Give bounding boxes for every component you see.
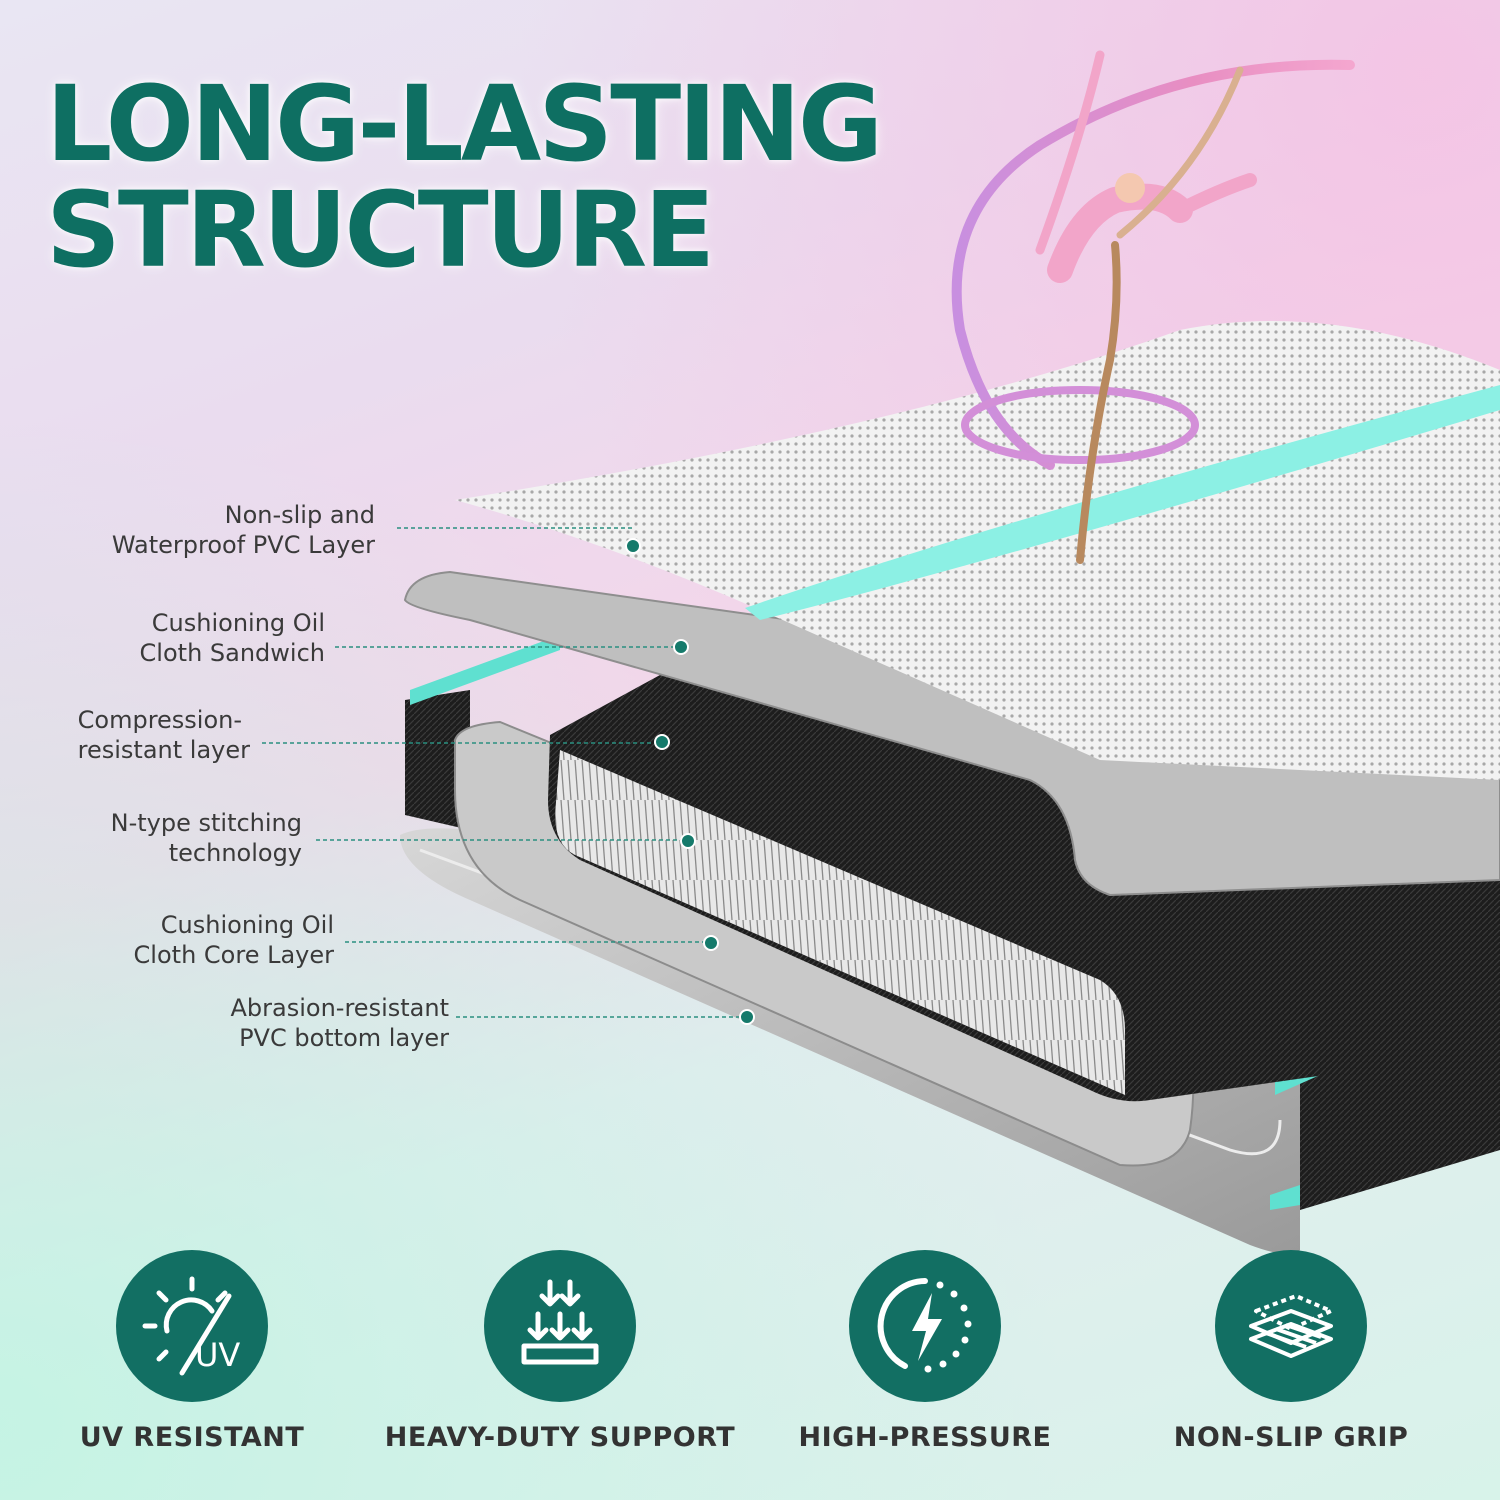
feature-caption: UV RESISTANT [79,1422,305,1453]
feature-heavy-duty-support: HEAVY-DUTY SUPPORT [380,1250,740,1453]
layer-label-nonslip-pvc: Non-slip and Waterproof PVC Layer [112,500,375,560]
layer-label-line1: Cushioning Oil [151,609,325,637]
feature-caption: HEAVY-DUTY SUPPORT [384,1422,736,1453]
layer-label-line1: Cushioning Oil [160,911,334,939]
title-line-2: STRUCTURE [46,169,715,291]
feature-icon-circle [849,1250,1001,1402]
leader-dot [673,639,689,655]
feature-caption: HIGH-PRESSURE [798,1422,1052,1453]
feature-caption: NON-SLIP GRIP [1173,1422,1409,1453]
layer-label-stitching: N-type stitching technology [111,808,302,868]
feature-uv-resistant: UV UV RESISTANT [12,1250,372,1453]
mint-stripe [745,385,1500,620]
leader-lines [262,527,746,1018]
feature-icon-circle [1215,1250,1367,1402]
non-slip-layers-icon [1249,1294,1333,1358]
feature-non-slip-grip: NON-SLIP GRIP [1111,1250,1471,1453]
layer-label-compression: Compression- resistant layer [78,705,250,765]
layer-label-line2: Cloth Core Layer [133,941,334,969]
side-wall-left [405,690,470,830]
layer-label-bottom: Abrasion-resistant PVC bottom layer [231,993,449,1053]
feature-high-pressure: HIGH-PRESSURE [745,1250,1105,1453]
title-line-1: LONG-LASTING [46,63,883,185]
leader-dot [680,833,696,849]
leader-dot [739,1009,755,1025]
uv-icon-text: UV [195,1336,240,1374]
leader-dot [625,538,641,554]
layer-label-core: Cushioning Oil Cloth Core Layer [134,910,334,970]
layer-label-line1: Compression- [77,706,243,734]
layer-label-line2: Waterproof PVC Layer [111,531,375,559]
gymnast-illustration [951,50,1355,564]
layer-label-line1: N-type stitching [110,809,302,837]
drop-stitch-core [548,675,1500,1102]
uv-sun-icon: UV [142,1276,240,1376]
leader-dot [703,935,719,951]
layer-label-sandwich: Cushioning Oil Cloth Sandwich [140,608,325,668]
feature-icon-circle: UV [116,1250,268,1402]
leader-dot [654,734,670,750]
layer-label-line2: resistant layer [77,736,250,764]
layer-label-line1: Abrasion-resistant [230,994,449,1022]
page-title: LONG-LASTING STRUCTURE [46,63,883,291]
layer-label-line1: Non-slip and [224,501,375,529]
layer-label-line2: Cloth Sandwich [139,639,325,667]
layer-label-line2: PVC bottom layer [239,1024,449,1052]
lightning-pressure-icon [877,1278,972,1373]
feature-icon-circle [484,1250,636,1402]
layer-label-line2: technology [168,839,302,867]
heavy-duty-arrows-icon [521,1279,599,1365]
